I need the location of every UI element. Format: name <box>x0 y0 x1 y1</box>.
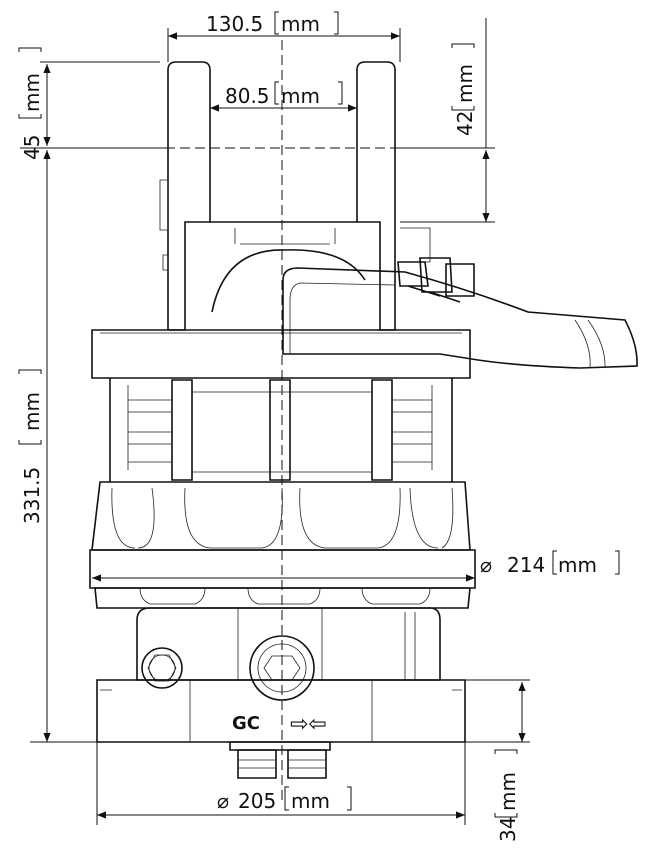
dim-inner-width-unit: mm <box>281 84 320 108</box>
dim-total-height-unit: mm <box>20 392 44 431</box>
dim-left-offset-unit: mm <box>20 73 44 112</box>
dim-total-height-value: 331.5 <box>20 467 44 524</box>
lower-ring <box>89 549 476 589</box>
top-flange <box>91 329 471 379</box>
dim-top-width-unit: mm <box>281 12 320 36</box>
dim-right-height-value: 42 <box>453 111 477 136</box>
left-bracket-ear <box>167 61 211 331</box>
right-bracket-ear <box>356 61 396 331</box>
dim-right-height-unit: mm <box>453 64 477 103</box>
column-section <box>109 378 453 482</box>
dim-housing-diameter-value: 214 <box>507 553 545 577</box>
dim-flange-diameter-value: 205 <box>238 789 276 813</box>
dim-left-offset-value: 45 <box>20 135 44 160</box>
bracket-bridge <box>210 221 366 313</box>
flow-direction-arrows: ⇨⇦ <box>290 712 327 737</box>
dim-flange-diameter-unit: mm <box>291 789 330 813</box>
dim-housing-diameter-symbol: ⌀ <box>480 553 492 577</box>
swivel-block <box>136 607 441 681</box>
dim-housing-diameter-unit: mm <box>558 553 597 577</box>
port-code-label: GC <box>232 713 260 734</box>
base-flange <box>96 679 466 743</box>
bottom-fittings <box>229 741 331 779</box>
dim-top-width-value: 130.5 <box>206 12 263 36</box>
hose-guard-arm <box>282 267 638 369</box>
dim-inner-width-value: 80.5 <box>225 84 270 108</box>
dim-flange-height-value: 34 <box>496 817 520 842</box>
motor-housing <box>91 481 471 551</box>
plug-port <box>141 647 183 689</box>
dimension-lines <box>20 18 530 825</box>
dim-flange-diameter-symbol: ⌀ <box>217 789 229 813</box>
rotator-body <box>89 61 638 779</box>
hydraulic-fittings <box>397 257 475 303</box>
dim-flange-height-unit: mm <box>496 772 520 811</box>
